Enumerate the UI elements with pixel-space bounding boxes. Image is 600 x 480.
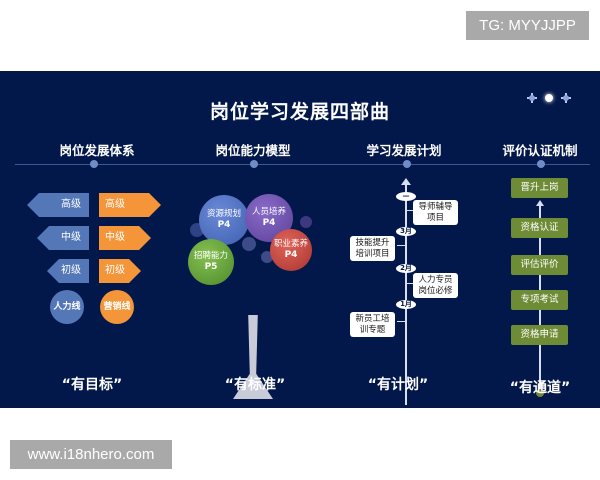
section-heading-career-system: 岗位发展体系 [59, 143, 135, 158]
slogan-competency-model: “有标准” [224, 377, 286, 393]
timeline-tick [397, 245, 405, 246]
timeline-arrow-icon [401, 178, 411, 185]
competency-name: 人员培养 [251, 207, 286, 217]
hr-line-badge: 人力线 [50, 290, 84, 324]
divider-dot [250, 160, 258, 168]
diagram-title: 岗位学习发展四部曲 [209, 101, 390, 123]
hr-level-mid: 中级 [37, 226, 89, 250]
decor-bubble [300, 216, 312, 228]
competency-name: 职业素养 [273, 239, 308, 249]
slogan-learning-plan: “有计划” [367, 377, 429, 393]
hr-level-senior: 高级 [27, 193, 89, 217]
learning-item: 新员工培训专题 [350, 312, 395, 337]
sales-level-junior: 初级 [99, 259, 141, 283]
learning-item: 人力专员岗位必修 [413, 273, 458, 298]
divider-dot [537, 160, 545, 168]
divider-dot [403, 160, 411, 168]
sales-line-badge: 营销线 [100, 290, 134, 324]
competency-bubble: 资源规划 P4 [199, 195, 249, 245]
sales-level-senior: 高级 [99, 193, 161, 217]
timeline-milestone: 3月 [396, 227, 416, 236]
learning-item: 导师辅导项目 [413, 200, 458, 225]
decor-stars [527, 93, 577, 105]
certification-step: 晋升上岗 [511, 178, 568, 198]
section-heading-competency-model: 岗位能力模型 [215, 143, 291, 158]
decor-bubble [242, 237, 256, 251]
learning-item: 技能提升培训项目 [350, 236, 395, 261]
watermark-bottom: www.i18nhero.com [10, 440, 172, 469]
diagram-panel: 岗位学习发展四部曲 岗位发展体系 岗位能力模型 学习发展计划 评价认证机制 高级… [0, 71, 600, 408]
timeline-milestone: 1月 [396, 300, 416, 309]
competency-name: 资源规划 [206, 209, 241, 219]
timeline-axis [405, 183, 407, 405]
slogan-certification: “有通道” [509, 380, 571, 396]
timeline-milestone: — [396, 192, 416, 201]
competency-level: P4 [217, 220, 231, 230]
watermark-top: TG: MYYJJPP [466, 11, 589, 40]
sparkle-icon [561, 93, 571, 103]
ladder-end-dot [536, 389, 544, 397]
competency-name: 招聘能力 [193, 251, 228, 261]
sparkle-icon [544, 93, 554, 103]
hr-level-junior: 初级 [47, 259, 89, 283]
certification-step: 专项考试 [511, 290, 568, 310]
timeline-tick [407, 283, 415, 284]
competency-bubble: 职业素养 P4 [270, 229, 312, 271]
section-divider [15, 164, 590, 165]
certification-step: 资格认证 [511, 218, 568, 238]
divider-dot [90, 160, 98, 168]
competency-level: P5 [204, 262, 218, 272]
competency-level: P4 [262, 218, 276, 228]
sparkle-icon [527, 93, 537, 103]
sales-level-mid: 中级 [99, 226, 151, 250]
section-heading-certification: 评价认证机制 [502, 143, 578, 158]
competency-level: P4 [284, 250, 298, 260]
certification-step: 评估评价 [511, 255, 568, 275]
timeline-milestone: 2月 [396, 264, 416, 273]
ladder-arrow-icon [536, 200, 544, 206]
timeline-tick [397, 321, 405, 322]
certification-step: 资格申请 [511, 325, 568, 345]
slogan-career-system: “有目标” [61, 377, 123, 393]
section-heading-learning-plan: 学习发展计划 [366, 143, 442, 158]
competency-bubble: 招聘能力 P5 [188, 239, 234, 285]
timeline-tick [407, 210, 415, 211]
